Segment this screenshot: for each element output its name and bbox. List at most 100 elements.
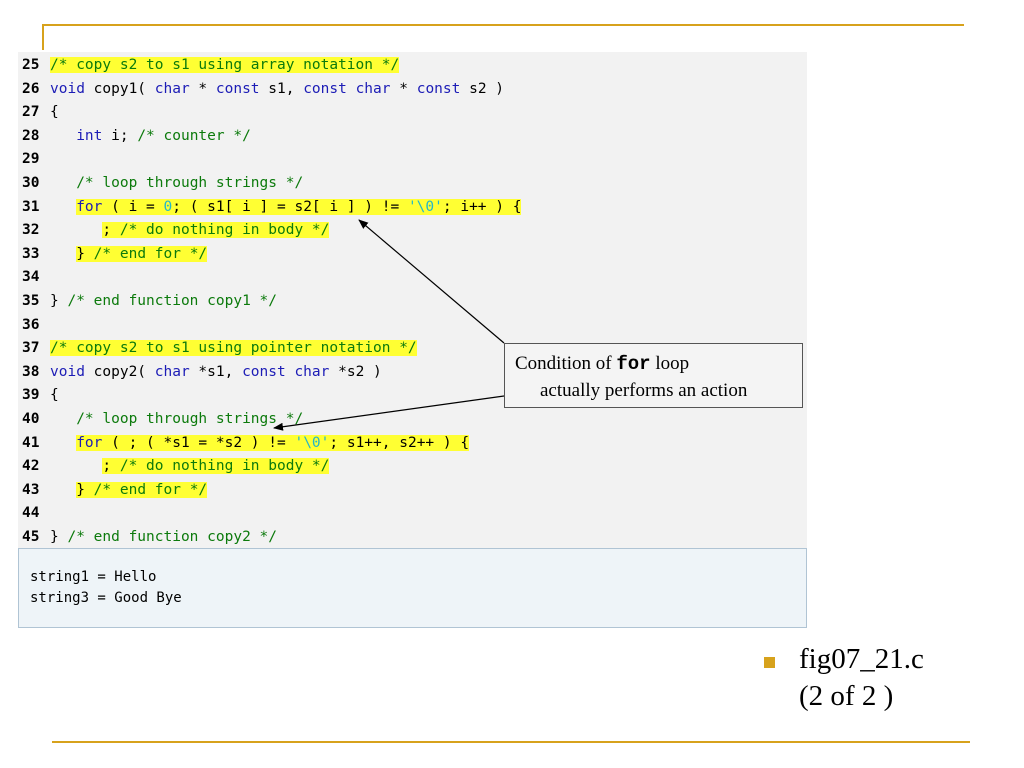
- code-token: /* end for */: [93, 245, 208, 262]
- code-token: /* do nothing in body */: [119, 458, 330, 475]
- slide-file-label: fig07_21.c (2 of 2 ): [799, 641, 924, 715]
- code-token: }: [50, 293, 68, 309]
- code-text: } /* end function copy1 */: [50, 293, 277, 309]
- top-rule-tick: [42, 24, 44, 50]
- code-token: 0: [163, 198, 173, 215]
- code-token: copy1(: [84, 80, 155, 97]
- code-line: 45 } /* end function copy2 */: [18, 526, 807, 549]
- code-token: *: [390, 80, 417, 97]
- code-token: ( i =: [102, 198, 164, 215]
- code-text: {: [50, 104, 59, 120]
- bullet-square-icon: [764, 657, 775, 668]
- code-line: 29: [18, 148, 807, 171]
- line-number: 38: [22, 363, 40, 380]
- code-line: 40 /* loop through strings */: [18, 408, 807, 431]
- code-token: void: [50, 80, 85, 97]
- line-number: 35: [22, 293, 40, 309]
- code-token: /* copy s2 to s1 using array notation */: [50, 57, 400, 73]
- code-token: '\0': [407, 198, 443, 215]
- code-token: ;: [102, 458, 120, 475]
- code-line: 43 } /* end for */: [18, 479, 807, 502]
- code-token: /* loop through strings */: [76, 411, 304, 427]
- code-token: [50, 222, 102, 238]
- output-line-1: string1 = Hello: [30, 569, 157, 585]
- code-token: const char: [303, 80, 391, 97]
- line-number: 36: [22, 316, 40, 333]
- callout-code-word: for: [616, 353, 651, 375]
- file-name: fig07_21.c: [799, 643, 924, 675]
- program-output-panel: string1 = Hello string3 = Good Bye: [18, 548, 807, 628]
- code-text: } /* end for */: [50, 245, 208, 262]
- line-number: 28: [22, 127, 40, 144]
- line-number: 45: [22, 529, 40, 545]
- code-token: /* do nothing in body */: [119, 222, 330, 239]
- code-line: 32 ; /* do nothing in body */: [18, 219, 807, 242]
- code-token: char: [154, 80, 190, 97]
- code-line: 28 int i; /* counter */: [18, 125, 807, 148]
- line-number: 34: [22, 269, 40, 286]
- callout-box: Condition of for loop actually performs …: [504, 343, 803, 408]
- code-token: *s1,: [189, 363, 243, 380]
- code-token: [50, 482, 76, 498]
- code-token: '\0': [294, 434, 330, 451]
- code-line: 30 /* loop through strings */: [18, 172, 807, 195]
- code-token: /* copy s2 to s1 using pointer notation …: [50, 340, 417, 357]
- line-number: 39: [22, 387, 40, 404]
- code-line: 35} /* end function copy1 */: [18, 290, 807, 313]
- code-token: ; s1++, s2++ ) {: [329, 434, 470, 451]
- code-token: *s2 ): [329, 363, 382, 380]
- code-text: {: [50, 387, 59, 403]
- code-token: s2 ): [460, 80, 505, 97]
- code-token: [50, 175, 76, 191]
- code-token: *: [189, 80, 216, 97]
- code-line: 36: [18, 314, 807, 337]
- code-text: } /* end for */: [50, 481, 208, 498]
- line-number: 37: [22, 340, 40, 357]
- code-token: copy2(: [84, 363, 155, 380]
- line-number: 27: [22, 104, 40, 121]
- code-token: /* end function copy1 */: [67, 293, 277, 309]
- code-token: const: [215, 80, 260, 97]
- code-line: 34: [18, 266, 807, 289]
- code-token: /* loop through strings */: [76, 175, 304, 191]
- code-token: int: [76, 127, 103, 144]
- code-token: s1,: [259, 80, 304, 97]
- code-token: [50, 411, 76, 427]
- code-token: /* counter */: [137, 127, 251, 144]
- code-text: /* loop through strings */: [50, 411, 303, 427]
- code-line: 38 void copy2( char *s1, const char *s2 ): [18, 361, 807, 384]
- line-number: 31: [22, 198, 40, 215]
- code-token: void: [50, 363, 85, 380]
- code-text: } /* end function copy2 */: [50, 529, 277, 545]
- line-number: 32: [22, 222, 40, 239]
- code-token: [50, 199, 76, 215]
- code-text: ; /* do nothing in body */: [50, 458, 330, 475]
- line-number: 43: [22, 481, 40, 498]
- code-text: int i; /* counter */: [50, 128, 251, 144]
- code-token: {: [50, 104, 59, 121]
- output-line-2: string3 = Good Bye: [30, 590, 182, 606]
- code-token: for: [76, 198, 103, 215]
- code-text: void copy2( char *s1, const char *s2 ): [50, 364, 382, 380]
- code-token: {: [50, 387, 59, 404]
- code-token: /* end for */: [93, 481, 208, 498]
- code-token: [50, 128, 76, 144]
- code-token: ;: [102, 222, 120, 239]
- code-token: i;: [102, 127, 138, 144]
- callout-line-2: actually performs an action: [540, 380, 748, 401]
- line-number: 40: [22, 411, 40, 427]
- line-number: 41: [22, 434, 40, 451]
- line-number: 33: [22, 245, 40, 262]
- code-token: [50, 458, 102, 474]
- line-number: 29: [22, 151, 40, 168]
- code-text: /* copy s2 to s1 using pointer notation …: [50, 340, 417, 357]
- line-number: 30: [22, 175, 40, 191]
- callout-prefix: Condition of: [515, 353, 617, 374]
- code-token: ; i++ ) {: [442, 198, 522, 215]
- code-token: const: [416, 80, 461, 97]
- code-line: 42 ; /* do nothing in body */: [18, 455, 807, 478]
- code-token: ; ( s1[ i ] = s2[ i ] ) !=: [172, 198, 408, 215]
- page-info: (2 of 2 ): [799, 680, 894, 712]
- code-text: /* copy s2 to s1 using array notation */: [50, 57, 400, 73]
